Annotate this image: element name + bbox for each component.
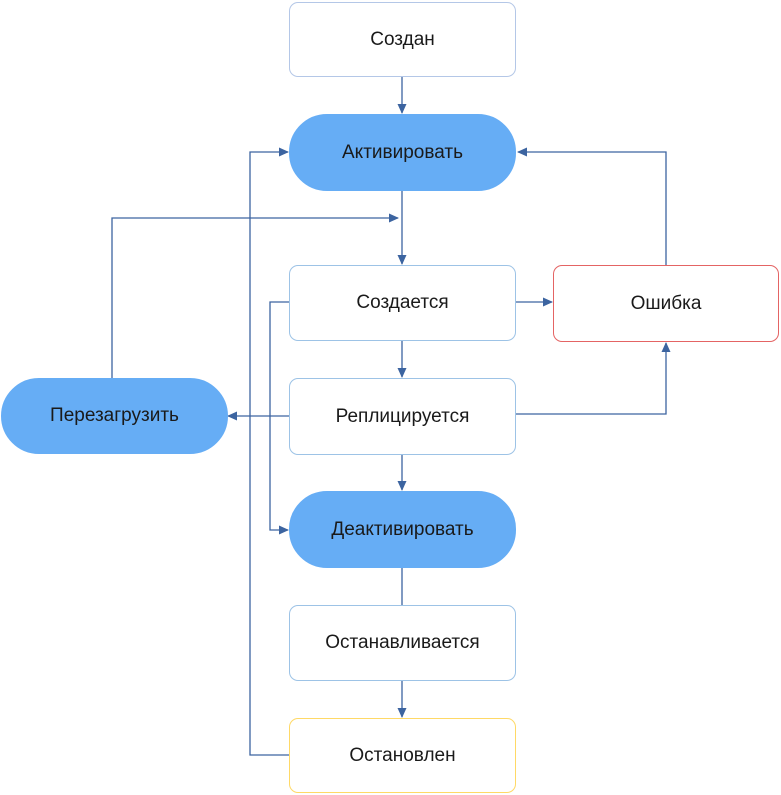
node-error-label: Ошибка [630,292,702,314]
node-reload-label: Перезагрузить [50,405,179,426]
node-deactivate-label: Деактивировать [331,518,474,540]
node-stopping: Останавливается [289,605,516,681]
node-reload: Перезагрузить [1,378,228,454]
node-activate-label: Активировать [342,141,463,163]
node-error: Ошибка [553,265,779,342]
connector-reload-to-activate-exit [111,213,399,378]
node-stopping-label: Останавливается [325,632,480,653]
node-stopped: Остановлен [289,718,516,793]
node-stopped-label: Остановлен [349,744,456,766]
node-activate: Активировать [289,114,516,191]
node-deactivate: Деактивировать [289,491,516,568]
connector-stopped-to-activate [249,147,290,756]
node-created: Создан [289,2,516,77]
connector-error-to-activate [517,147,667,265]
node-replicating-label: Реплицируется [335,405,470,427]
node-replicating: Реплицируется [289,378,516,455]
connector-replicating-to-error [515,342,671,415]
node-creating-label: Создается [356,292,449,313]
node-creating: Создается [289,265,516,341]
node-created-label: Создан [370,28,435,50]
